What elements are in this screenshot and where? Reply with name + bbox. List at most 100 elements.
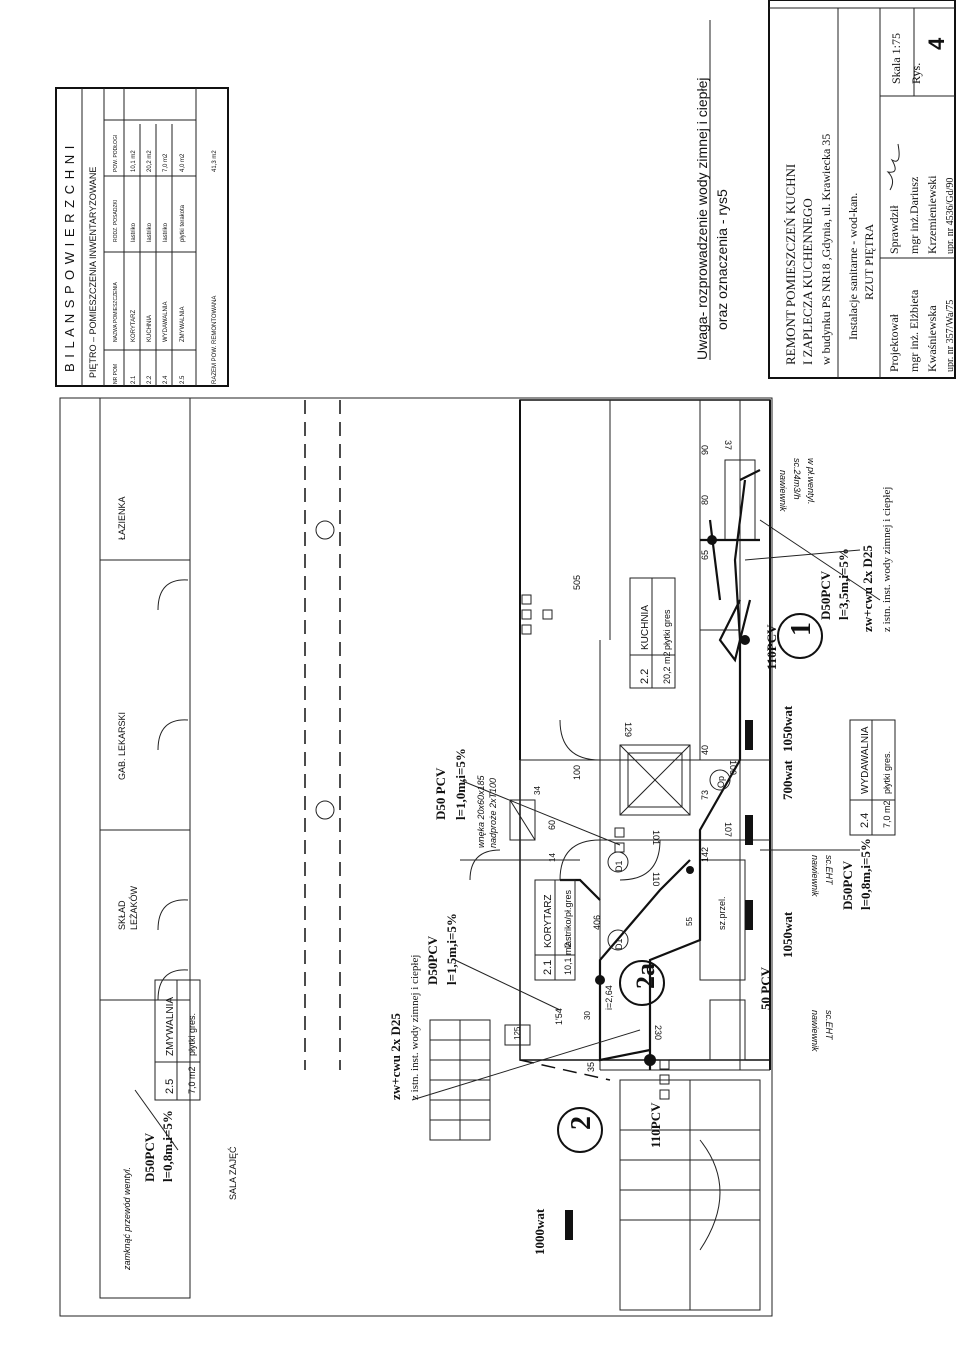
label-nawiewnik-a: nawiewnik [810, 1010, 820, 1052]
dim-65: 65 [700, 550, 710, 560]
dim-37: 37 [723, 440, 733, 450]
label-wnek-2: nadproże 2xT100 [488, 778, 498, 848]
header-nr: NR POM [113, 364, 119, 384]
dim-55: 55 [685, 917, 694, 926]
label-110pcv-b: 110PCV [764, 624, 779, 670]
korytarz-area: 10,1 m2 [563, 942, 573, 975]
label-zwcwu-right-src: z istn. inst. wody zimnej i ciepłej [881, 487, 893, 632]
label-zwcwu-top: zw+cwu 2x D25 [388, 1013, 403, 1100]
checker-licence: upr. nr 4536/Gd/90 [945, 178, 956, 254]
designer-name-1: mgr inż. Elżbieta [907, 289, 921, 372]
dim-100: 100 [572, 765, 582, 780]
total-value: 41,3 m2 [212, 150, 218, 172]
designer-label: Projektował [887, 313, 901, 372]
label-sceht-a: sc.EHT [824, 1010, 834, 1041]
label-d50-bot2-slope: l=0,8m,i=5% [858, 838, 873, 910]
row-nr: 2.4 [163, 375, 169, 384]
symbol-op: Op [716, 776, 726, 788]
dim-142: 142 [700, 847, 710, 862]
kuchnia-no: 2.2 [639, 669, 651, 684]
dim-101: 101 [651, 830, 661, 845]
discipline: Instalacje sanitarne - wod-kan. [846, 193, 860, 340]
label-110pcv-a: 110PCV [648, 1102, 663, 1148]
kuchnia-area: 20,2 m2 [662, 651, 672, 684]
label-slope-264: i=2,64 [604, 985, 614, 1010]
korytarz-no: 2.1 [542, 960, 554, 975]
dim-406: 406 [592, 915, 602, 930]
label-zwcwu-right: zw+cwu 2x D25 [860, 545, 875, 632]
dim-73: 73 [700, 790, 710, 800]
kuchnia-floor: płytki gres [662, 609, 672, 650]
dim-107: 107 [723, 822, 733, 837]
row-area: 7,0 m2 [163, 153, 169, 172]
title-line-3: w budynku PS NR18 ,Gdynia, ul. Krawiecka… [819, 134, 833, 365]
label-d50-right: D50PCV [818, 570, 833, 620]
note-line-2: oraz oznaczenia - rys5 [714, 189, 730, 330]
wydawalnia-floor: płytki gres. [882, 751, 892, 794]
row-name: ZMYWALNIA [180, 307, 186, 342]
label-d50-top: D50 PCV [433, 767, 448, 820]
label-zwcwu-top-src: z istn. inst. wody zimnej i ciepłej [409, 955, 421, 1100]
row-area: 20,2 m2 [147, 150, 153, 172]
signature-mark [886, 143, 900, 191]
header-name: NAZWA POMIESZCZENIA [113, 282, 119, 342]
dim-505: 505 [572, 575, 582, 590]
drawing-label: Rys. [909, 63, 923, 84]
balance-table: B I L A N S P O W I E R Z C H N I PIĘTRO… [55, 87, 229, 387]
korytarz-floor: lastriko/pł.gres [563, 889, 573, 948]
dim-129: 129 [623, 722, 633, 737]
title-line-2: I ZAPLECZA KUCHENNEGO [800, 198, 815, 365]
riser-1: 1 [786, 622, 817, 636]
label-sceht-b: sc.EHT [824, 855, 834, 886]
room-box-korytarz: 2.1 KORYTARZ 10,1 m2 lastriko/pł.gres [534, 879, 576, 981]
header-area: POW. PODŁOGI [113, 135, 119, 172]
heater-700-mark [745, 815, 753, 845]
title-block: REMONT POMIESZCZEŃ KUCHNI I ZAPLECZA KUC… [768, 0, 956, 379]
label-d50-bot1: D50PCV [142, 1132, 157, 1182]
heater-4: 1050wat [780, 705, 795, 752]
label-wiring-note: zamknąć przewód wentyl. [122, 1167, 132, 1271]
row-floor: lastriko [131, 222, 137, 242]
total-label: RAZEM POW. REMONTOWANA [212, 296, 218, 384]
room-box-zmywalnia: 2.5 ZMYWALNIA 7,0 m2 płytki gres. [154, 979, 201, 1101]
label-vent-2: sc.24m3/h [792, 458, 802, 500]
title-line-1: REMONT POMIESZCZEŃ KUCHNI [783, 164, 798, 365]
wydawalnia-area: 7,0 m2 [882, 800, 892, 828]
heater-1050-mark-a [745, 900, 753, 930]
label-d50-mid-slope: l=1,5m,i=5% [444, 913, 459, 985]
heater-2: 1050wat [780, 911, 795, 958]
label-d50-right-slope: l=3,5m,i=5% [836, 548, 851, 620]
dim-230: 230 [653, 1025, 663, 1040]
symbol-d1-b: D1 [614, 860, 624, 872]
symbol-d1-a: D1 [614, 938, 624, 950]
dim-34: 34 [533, 786, 542, 795]
zmywalnia-no: 2.5 [164, 1079, 176, 1094]
dim-90: 90 [700, 445, 710, 455]
dim-100b: 100 [728, 760, 738, 775]
riser-2: 2 [566, 1116, 597, 1130]
row-nr: 2.2 [147, 375, 153, 384]
dim-125: 125 [513, 1026, 522, 1040]
heater-3: 700wat [780, 760, 795, 800]
label-d50-bot1-slope: l=0,8m,i=5% [160, 1110, 175, 1182]
row-area: 4,0 m2 [180, 153, 186, 172]
room-box-wydawalnia: 2.4 WYDAWALNIA 7,0 m2 płytki gres. [849, 719, 896, 836]
dim-110: 110 [651, 872, 661, 886]
row-name: KUCHNIA [147, 315, 153, 342]
label-d50-top-slope: l=1,0m,i=5% [453, 748, 468, 820]
label-vent-3: w pł.wentyl. [806, 458, 816, 505]
zmywalnia-area: 7,0 m2 [187, 1066, 197, 1094]
waste-pipe-main [648, 479, 747, 1070]
floor-plan: ŁAZIENKA GAB. LEKARSKI SKŁAD LEŻAKÓW SAL… [59, 397, 896, 1317]
note-line-1: Uwaga- rozprowadzenie wody zimnej i ciep… [694, 78, 710, 360]
wydawalnia-name: WYDAWALNIA [860, 726, 871, 794]
dim-14: 14 [548, 853, 557, 862]
row-area: 10,1 m2 [131, 150, 137, 172]
label-d50-mid: D50PCV [425, 935, 440, 985]
row-floor: płytki terakota [180, 204, 186, 242]
dim-154: 1'54 [554, 1008, 564, 1025]
heater-1000-mark [565, 1210, 573, 1240]
row-nr: 2.1 [131, 375, 137, 384]
drawing-number: 4 [924, 37, 949, 50]
